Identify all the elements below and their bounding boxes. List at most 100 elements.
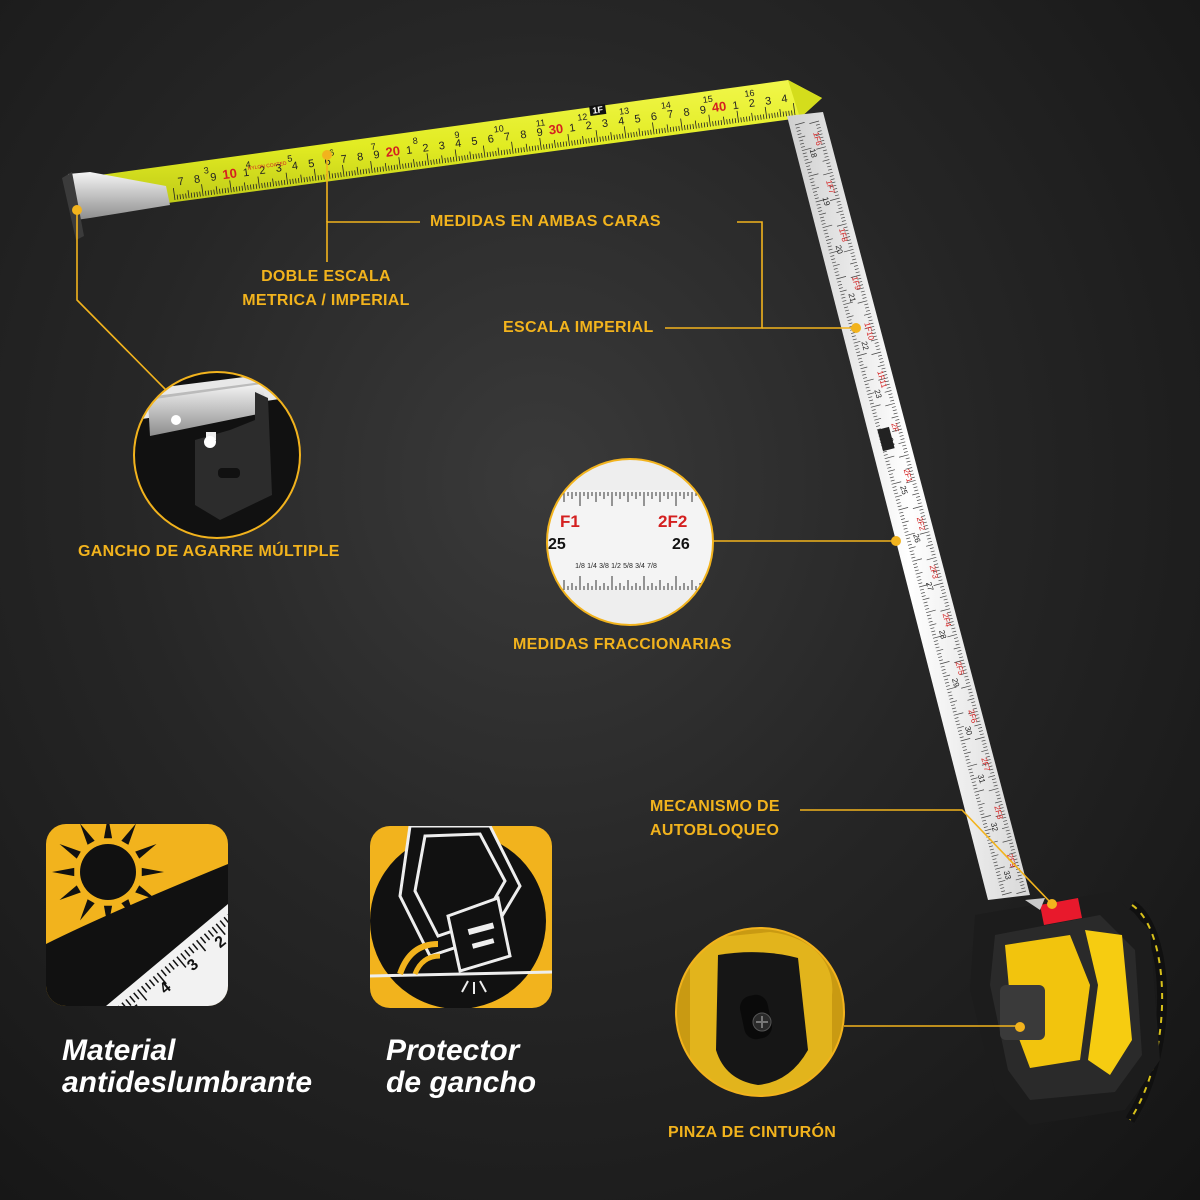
yellow-tape-inch-number: 14 <box>660 100 671 111</box>
callout-autolock: MECANISMO DE AUTOBLOQUEO <box>650 795 780 843</box>
hook-guard-icon <box>370 826 552 1008</box>
white-tape: 1F61F71F81F91F101F112F2F12F22F32F42F52F6… <box>787 112 1030 900</box>
fraction-label: 3/4 <box>635 563 645 570</box>
yellow-tape-number: 5 <box>308 158 316 171</box>
fraction-label: 3/8 <box>599 563 609 570</box>
svg-text:1F: 1F <box>592 104 604 115</box>
yellow-tape-inch-number: 11 <box>535 117 546 128</box>
belt-clip-detail-circle <box>675 927 845 1097</box>
yellow-tape-number: 4 <box>781 93 789 106</box>
yellow-tape-number: 8 <box>520 129 528 142</box>
white-tape-inch-label: 27 <box>924 581 935 592</box>
yellow-tape-number: 40 <box>711 98 727 115</box>
yellow-tape-number: 3 <box>764 95 772 108</box>
yellow-tape-number: 3 <box>438 140 446 153</box>
yellow-tape-number: 8 <box>683 106 691 119</box>
white-tape-foot-label: 1F7 <box>824 179 836 195</box>
white-tape-inch-label: 21 <box>846 292 857 303</box>
yellow-tape-number: 4 <box>291 160 299 173</box>
white-tape-inch-label: 29 <box>950 677 961 688</box>
hook-guard-title-line1: Protector <box>386 1034 520 1067</box>
yellow-tape-number: 1 <box>569 122 577 135</box>
yellow-tape-number: 2 <box>585 120 593 133</box>
white-tape-inch-label: 33 <box>1002 870 1013 881</box>
yellow-tape-inch-number: 3 <box>203 165 209 176</box>
yellow-tape-number: 1 <box>242 167 250 180</box>
svg-text:26: 26 <box>672 536 690 553</box>
white-tape-foot-label: 2F8 <box>992 805 1004 821</box>
white-tape-foot-label: 2F4 <box>941 612 953 628</box>
yellow-tape-number: 6 <box>650 111 658 124</box>
white-tape-foot-label: 1F9 <box>850 275 862 291</box>
yellow-tape-inch-number: 8 <box>412 136 418 147</box>
white-tape-foot-label: 2F <box>889 422 900 433</box>
svg-text:F1: F1 <box>560 512 580 531</box>
yellow-tape-number: 30 <box>548 121 564 138</box>
yellow-tape-number: 2 <box>422 142 430 155</box>
callout-hook: GANCHO DE AGARRE MÚLTIPLE <box>78 543 340 560</box>
yellow-tape-number: 5 <box>471 135 479 148</box>
svg-text:2F2: 2F2 <box>658 512 687 531</box>
yellow-tape-inch-number: 7 <box>370 141 376 152</box>
ruler-icon: 5432 <box>106 904 228 1006</box>
yellow-tape-inch-number: 16 <box>744 88 755 99</box>
white-tape-foot-label: 2F1 <box>902 468 914 484</box>
white-tape-inch-label: 18 <box>808 148 819 159</box>
hook-guard-title: Protector de gancho <box>386 1035 536 1099</box>
callout-dual-scale: DOBLE ESCALA METRICA / IMPERIAL <box>226 265 426 313</box>
leader-dots <box>72 150 901 546</box>
antiglare-title-line1: Material <box>62 1034 176 1067</box>
tape-hook-icon <box>62 172 84 240</box>
white-tape-foot-label: 2F2 <box>915 516 927 532</box>
hook-guard-badge <box>370 826 552 1008</box>
callout-belt-clip: PINZA DE CINTURÓN <box>668 1124 837 1141</box>
yellow-tape-number: 2 <box>748 97 756 110</box>
white-tape-inch-label: 22 <box>859 340 870 351</box>
yellow-tape-number: 9 <box>536 126 544 139</box>
yellow-tape-number: 8 <box>356 151 364 164</box>
yellow-tape-inch-number: 9 <box>454 130 460 141</box>
white-tape-inch-label: 20 <box>834 244 845 255</box>
foot-marker: 1F <box>589 103 607 117</box>
white-tape-foot-label: 2F7 <box>979 757 991 773</box>
white-tape-foot-label: 1F6 <box>811 131 823 147</box>
white-tape-foot-label: 2F5 <box>953 660 965 676</box>
yellow-tape-number: 3 <box>275 162 283 175</box>
white-tape-inch-label: 28 <box>937 629 948 640</box>
tape-measure-body <box>970 892 1168 1125</box>
white-tape-foot-label: 2F6 <box>966 708 978 724</box>
fraction-label: 5/8 <box>623 563 633 570</box>
yellow-tape-number: 10 <box>221 165 237 182</box>
yellow-tape-number: 8 <box>193 173 201 186</box>
fraction-label: 1/4 <box>587 563 597 570</box>
white-tape-inch-label: 30 <box>963 725 974 736</box>
yellow-tape-number: 7 <box>177 176 185 189</box>
white-tape-inch-label: 23 <box>872 388 883 399</box>
yellow-tape-number: 9 <box>373 149 381 162</box>
callout-autolock-line2: AUTOBLOQUEO <box>650 822 780 839</box>
callout-imperial-scale: ESCALA IMPERIAL <box>503 319 654 336</box>
white-tape-inch-label: 31 <box>976 773 987 784</box>
white-tape-inch-label: 32 <box>989 822 1000 833</box>
yellow-tape-number: 1 <box>405 144 413 157</box>
yellow-tape-number: 9 <box>210 171 218 184</box>
callout-dual-scale-line2: METRICA / IMPERIAL <box>242 292 410 309</box>
white-tape-inch-label: 25 <box>898 485 909 496</box>
yellow-tape-number: 4 <box>618 115 626 128</box>
yellow-tape-inch-number: 6 <box>328 147 334 158</box>
fraction-label: 1/2 <box>611 563 621 570</box>
nylon-coated-text: NYLON COATED <box>247 161 287 172</box>
yellow-tape-number: 7 <box>503 131 511 144</box>
yellow-tape-number: 20 <box>385 143 401 160</box>
callout-autolock-line1: MECANISMO DE <box>650 798 780 815</box>
yellow-tape-ticks <box>172 103 796 201</box>
leader-lines <box>76 210 1053 1027</box>
yellow-tape-number: 4 <box>454 138 462 151</box>
antiglare-title-line2: antideslumbrante <box>62 1066 313 1099</box>
white-tape-inch-label: 19 <box>821 196 832 207</box>
yellow-tape-number: 2 <box>259 164 267 177</box>
svg-text:25: 25 <box>548 536 566 553</box>
